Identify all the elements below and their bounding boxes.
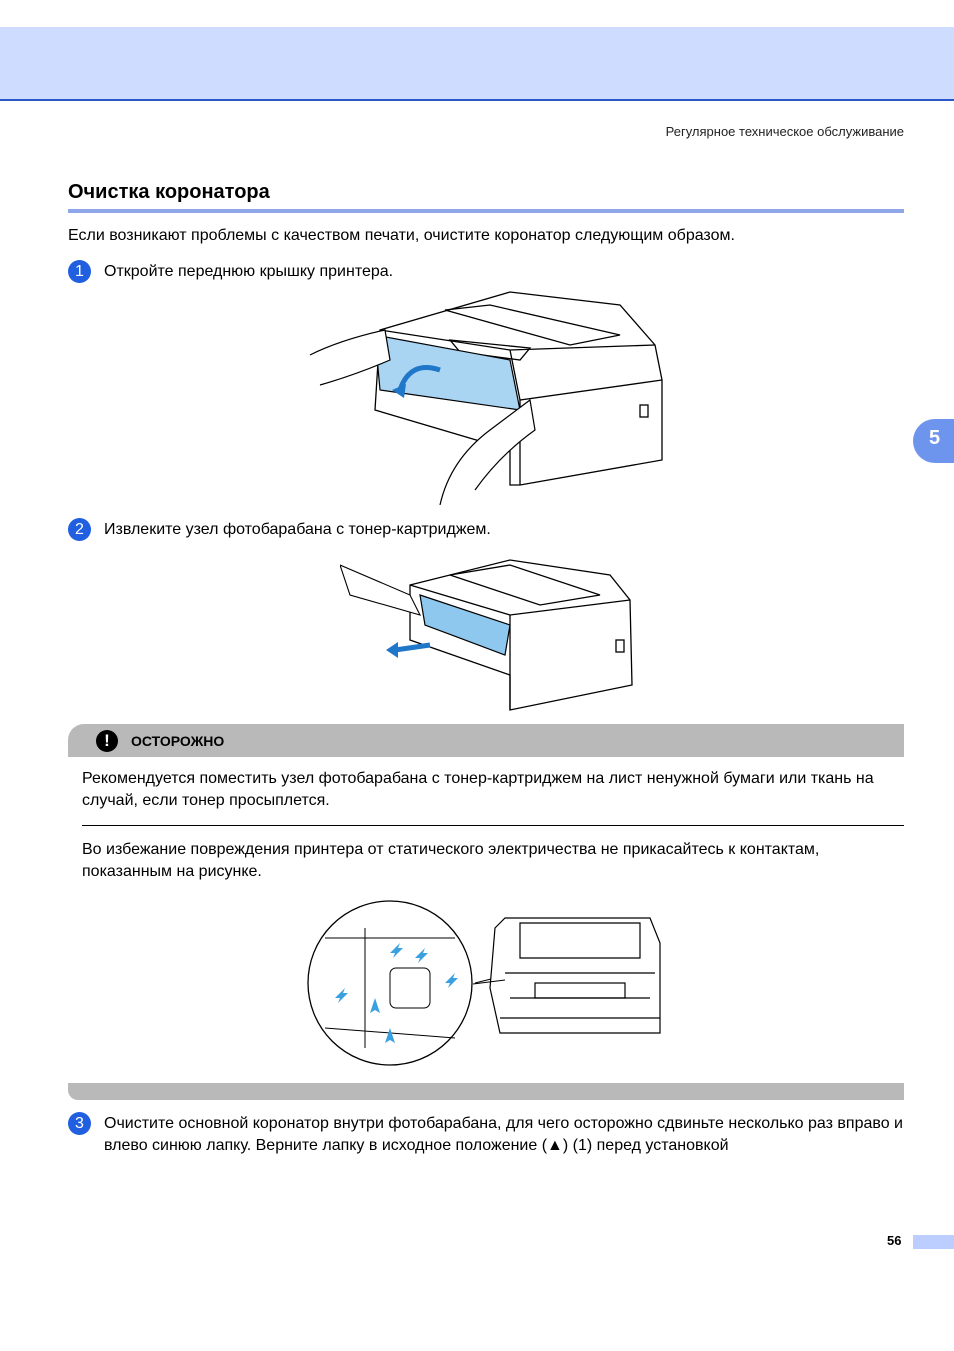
caution-header: ! ОСТОРОЖНО — [68, 724, 904, 757]
page-tab — [913, 1235, 954, 1249]
step-3-number: 3 — [68, 1112, 91, 1135]
step-3-text: Очистите основной коронатор внутри фотоб… — [104, 1115, 903, 1154]
printer-open-cover-illustration — [309, 291, 663, 505]
printer-remove-drum-illustration — [340, 559, 633, 711]
step-2-text: Извлеките узел фотобарабана с тонер-карт… — [104, 521, 491, 538]
caution-paragraph-1: Рекомендуется поместить узел фотобарабан… — [82, 770, 874, 809]
step-2-number: 2 — [68, 518, 91, 541]
chapter-number: 5 — [929, 427, 941, 449]
caution-footer-bar — [68, 1083, 904, 1100]
caution-paragraph-2: Во избежание повреждения принтера от ста… — [82, 841, 820, 880]
step-1-number: 1 — [68, 260, 91, 283]
intro-paragraph: Если возникают проблемы с качеством печа… — [68, 227, 735, 244]
exclamation-icon: ! — [96, 730, 118, 752]
caution-divider — [82, 825, 904, 826]
running-header: Регулярное техническое обслуживание — [665, 124, 904, 139]
page-number: 56 — [887, 1233, 902, 1248]
section-title: Очистка коронатора — [68, 181, 270, 203]
step-1-text: Откройте переднюю крышку принтера. — [104, 263, 394, 280]
caution-label: ОСТОРОЖНО — [131, 733, 225, 749]
chapter-tab: 5 — [913, 419, 954, 463]
title-underline — [68, 209, 904, 213]
header-band — [0, 27, 954, 101]
electrode-contacts-illustration — [307, 900, 661, 1066]
